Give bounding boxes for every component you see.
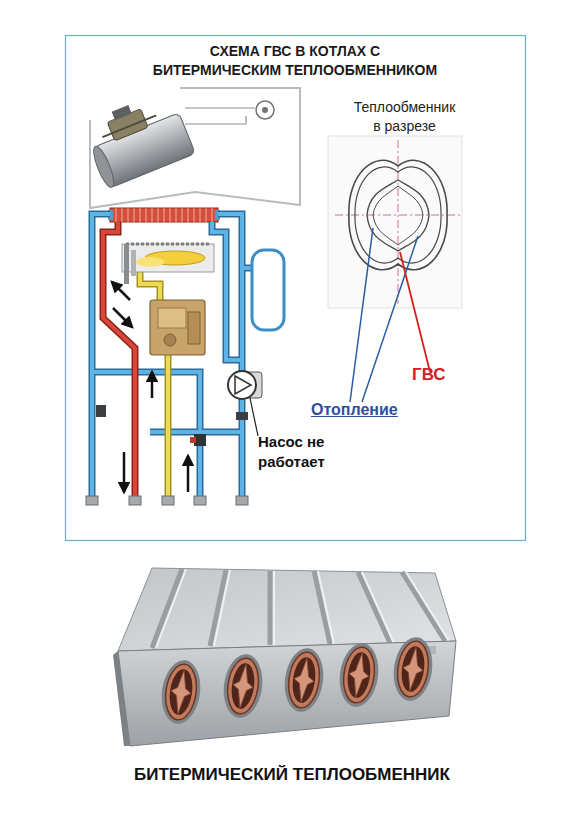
section-heading: Теплообменник в разрезе (350, 98, 459, 136)
caption: БИТЕРМИЧЕСКИЙ ТЕПЛООБМЕННИК (92, 764, 492, 786)
burner-part (126, 243, 210, 246)
gas-pipe-part (140, 272, 160, 300)
heating-pipes (92, 214, 252, 498)
heating-pipes-part (150, 430, 242, 434)
heating-pipes-part (218, 214, 242, 498)
gas-pipe-part (166, 355, 170, 498)
pressure-switch-part (262, 107, 268, 113)
fittings-part (86, 496, 98, 505)
fittings-part (162, 496, 174, 505)
bithermic-exchanger-part (116, 208, 212, 222)
frame (66, 36, 526, 541)
fittings-part (236, 412, 248, 420)
flue-fan-part (112, 105, 132, 120)
gas-valve-part (158, 308, 186, 328)
exchanger-photo-part (336, 641, 383, 710)
exchanger-section-part (355, 167, 441, 263)
flow-arrows-part (123, 452, 126, 492)
exchanger-section-part (373, 186, 423, 245)
exchanger-photo-part (113, 651, 130, 746)
flow-arrows-part (112, 282, 130, 300)
exchanger-section-part (335, 140, 460, 304)
exchanger-section-part (367, 180, 429, 251)
gas-pipe-part (165, 355, 172, 498)
fittings (86, 405, 248, 505)
exchanger-photo-part (281, 646, 328, 715)
diagram-title: СХЕМА ГВС В КОТЛАХ С БИТЕРМИЧЕСКИМ ТЕПЛО… (147, 42, 443, 80)
fittings-part (236, 496, 248, 505)
exchanger-section (328, 136, 462, 308)
flue-fan-part (102, 115, 156, 137)
heating-pipes-part (212, 222, 242, 360)
fittings-part (129, 496, 141, 505)
flow-arrows-part (113, 308, 132, 327)
exchanger-section-part (349, 160, 447, 269)
gas-valve (150, 300, 205, 355)
section-leaders-part (400, 252, 430, 372)
leader-line (250, 398, 258, 436)
flow-arrows-part (187, 456, 190, 492)
heating-pipes-part (92, 372, 200, 440)
pressure-switch-part (185, 108, 255, 124)
circulation-pump (228, 371, 262, 399)
exchanger-photo-part (390, 635, 437, 704)
burner (122, 244, 214, 284)
exchanger-photo-part (118, 568, 456, 651)
flow-arrows (112, 282, 188, 492)
exchanger-photo (113, 568, 456, 746)
gas-pipe-part (140, 272, 160, 300)
heating-pipes-part (212, 222, 242, 360)
flue-fan (80, 89, 195, 190)
expansion-tank (252, 250, 284, 330)
heating-pipes-part (198, 440, 202, 498)
pump-note: Насос не работает (258, 432, 343, 472)
burner-part (136, 257, 164, 267)
casing-outline (90, 88, 300, 208)
burner-part (131, 250, 136, 276)
section-leaders-part (362, 236, 418, 402)
exchanger-photo-part (152, 569, 445, 648)
fittings-part (190, 437, 196, 443)
pressure-switch-part (256, 101, 274, 119)
flow-arrows-part (151, 372, 154, 398)
burner-part (124, 244, 129, 284)
exchanger-photo-part (156, 569, 449, 648)
fittings-part (194, 496, 206, 505)
bithermic-exchanger-part (110, 208, 218, 222)
gas-valve-part (188, 312, 200, 344)
circulation-pump-part (235, 376, 251, 394)
flue-fan-part (90, 144, 118, 189)
heating-label: Отопление (311, 400, 421, 420)
pressure-switch (170, 101, 274, 132)
gas-valve-part (164, 334, 176, 346)
exchanger-photo-part (220, 652, 267, 721)
bithermic-exchanger (108, 208, 220, 222)
gas-valve-part (150, 300, 205, 355)
fittings-part (96, 405, 106, 417)
exchanger-section-part (328, 136, 462, 308)
dhw-label: ГВС (412, 364, 472, 385)
exchanger-photo-part (158, 658, 205, 727)
heating-pipes-part (218, 214, 242, 498)
section-leaders-part (350, 228, 373, 402)
heating-pipes-part (197, 440, 204, 498)
circulation-pump-part (228, 371, 256, 399)
